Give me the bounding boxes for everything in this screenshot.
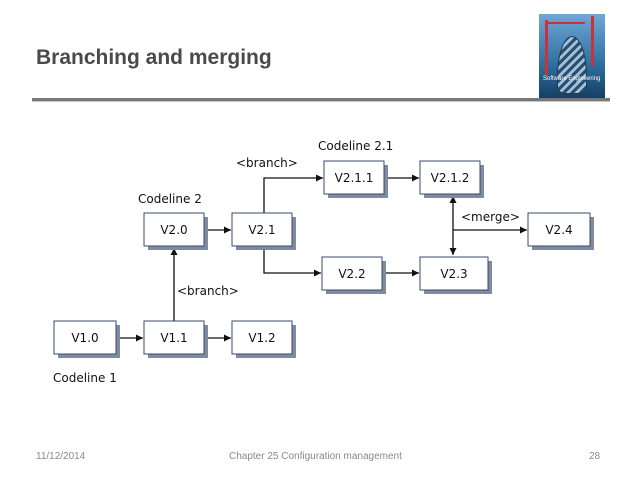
codeline-2-label: Codeline 2: [138, 192, 202, 206]
edge-v2-1-to-v2-2: [263, 247, 321, 277]
branch-annotation-top: <branch>: [236, 156, 298, 170]
version-box-v2-2: V2.2: [321, 256, 386, 294]
version-box-v2-0: V2.0: [143, 212, 208, 250]
version-label: V2.3: [440, 267, 467, 281]
version-box-v1-0: V1.0: [53, 320, 120, 358]
version-label: V1.2: [248, 331, 275, 345]
branch-annotation-bottom: <branch>: [177, 284, 239, 298]
cover-crane-mast: [545, 20, 548, 76]
box-frame: [143, 320, 205, 355]
version-label: V1.1: [160, 331, 187, 345]
cover-crane-jib: [545, 22, 585, 24]
version-box-v2-1-2: V2.1.2: [419, 160, 484, 198]
box-frame: [53, 320, 117, 355]
title-divider-shadow: [32, 101, 610, 102]
version-box-v1-2: V1.2: [231, 320, 296, 358]
merge-annotation: <merge>: [461, 210, 520, 224]
box-frame: [321, 256, 383, 291]
version-box-v2-4: V2.4: [527, 212, 594, 250]
title-divider: [32, 98, 610, 101]
box-frame: [527, 212, 591, 247]
version-box-v2-1-1: V2.1.1: [323, 160, 388, 198]
version-label: V2.1.1: [335, 171, 374, 185]
edge-v2-1-branch-to-v2-1-1: [263, 174, 323, 213]
cover-crane-mast: [591, 16, 594, 66]
box-frame: [419, 160, 481, 195]
version-label: V2.1: [248, 223, 275, 237]
footer-chapter: Chapter 25 Configuration management: [229, 451, 402, 462]
version-label: V2.2: [338, 267, 365, 281]
version-box-v2-1: V2.1: [231, 212, 296, 250]
box-frame: [419, 256, 489, 291]
version-box-v2-3: V2.3: [419, 256, 492, 294]
cover-text: Software Engineering: [543, 76, 601, 82]
codeline-2-1-label: Codeline 2.1: [318, 139, 393, 153]
footer-page-number: 28: [589, 451, 601, 462]
version-label: V2.1.2: [431, 171, 470, 185]
box-frame: [323, 160, 385, 195]
version-label: V1.0: [71, 331, 98, 345]
box-frame: [143, 212, 205, 247]
book-cover-image: Software Engineering: [539, 14, 605, 98]
slide-title: Branching and merging: [36, 46, 272, 69]
box-frame: [231, 320, 293, 355]
codeline-1-label: Codeline 1: [53, 371, 117, 385]
version-label: V2.0: [160, 223, 187, 237]
version-label: V2.4: [545, 223, 572, 237]
box-frame: [231, 212, 293, 247]
version-box-v1-1: V1.1: [143, 320, 208, 358]
footer-date: 11/12/2014: [36, 451, 86, 462]
